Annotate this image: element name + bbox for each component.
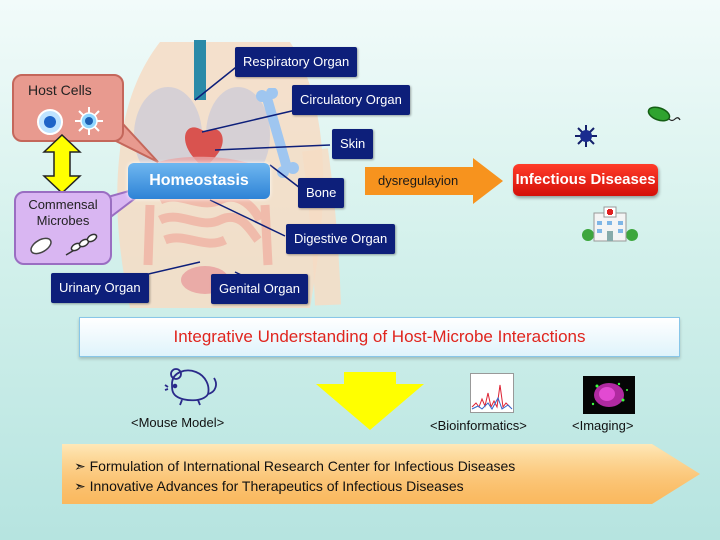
dysregulation-label: dysregulayion xyxy=(378,173,459,188)
imaging-caption: <Imaging> xyxy=(572,418,634,433)
infectious-diseases-label: Infectious Diseases xyxy=(513,164,658,196)
trachea xyxy=(194,40,206,100)
outcome-item: ➣ Formulation of International Research … xyxy=(74,458,516,474)
commensal-label-line2: Microbes xyxy=(36,213,90,228)
bacterium-cluster-icon xyxy=(65,233,98,256)
double-arrow xyxy=(42,134,82,194)
bone-icon xyxy=(256,88,299,178)
host-cell-icon xyxy=(37,109,63,135)
virus-icon xyxy=(575,125,597,147)
connector-lines xyxy=(109,63,331,285)
commensal-microbes-box: Commensal Microbes xyxy=(14,191,112,265)
outcome-item: ➣ Innovative Advances for Therapeutics o… xyxy=(74,478,464,494)
dysregulation-arrow xyxy=(365,158,503,204)
down-arrow xyxy=(316,372,424,430)
digestive-organ-label: Digestive Organ xyxy=(286,224,396,254)
virus-icon xyxy=(75,107,103,135)
host-cells-box: Host Cells xyxy=(12,74,124,142)
heart xyxy=(185,127,223,170)
host-cells-label: Host Cells xyxy=(28,82,92,98)
bioinformatics-caption: <Bioinformatics> xyxy=(430,418,527,433)
rod-bacterium-icon xyxy=(647,106,681,122)
homeostasis-label: Homeostasis xyxy=(128,163,270,199)
skin-label: Skin xyxy=(332,129,374,159)
urinary-organ-label: Urinary Organ xyxy=(51,273,149,303)
circulatory-organ-label: Circulatory Organ xyxy=(292,85,410,115)
bioinformatics-plot-icon xyxy=(470,373,514,413)
rod-bacterium-icon xyxy=(30,237,52,255)
bone-label: Bone xyxy=(298,178,345,208)
hospital-icon xyxy=(582,206,638,242)
outcomes-arrow xyxy=(62,444,700,504)
mouse-model-caption: <Mouse Model> xyxy=(131,415,225,430)
integrative-understanding-banner: Integrative Understanding of Host-Microb… xyxy=(79,317,680,357)
imaging-cell-icon xyxy=(583,376,635,414)
genital-organ-label: Genital Organ xyxy=(211,274,308,304)
respiratory-organ-label: Respiratory Organ xyxy=(235,47,358,77)
commensal-label-line1: Commensal xyxy=(28,197,98,212)
mouse-icon xyxy=(164,368,217,406)
outcomes-list: ➣ Formulation of International Research … xyxy=(74,456,515,496)
intestines xyxy=(143,192,273,266)
